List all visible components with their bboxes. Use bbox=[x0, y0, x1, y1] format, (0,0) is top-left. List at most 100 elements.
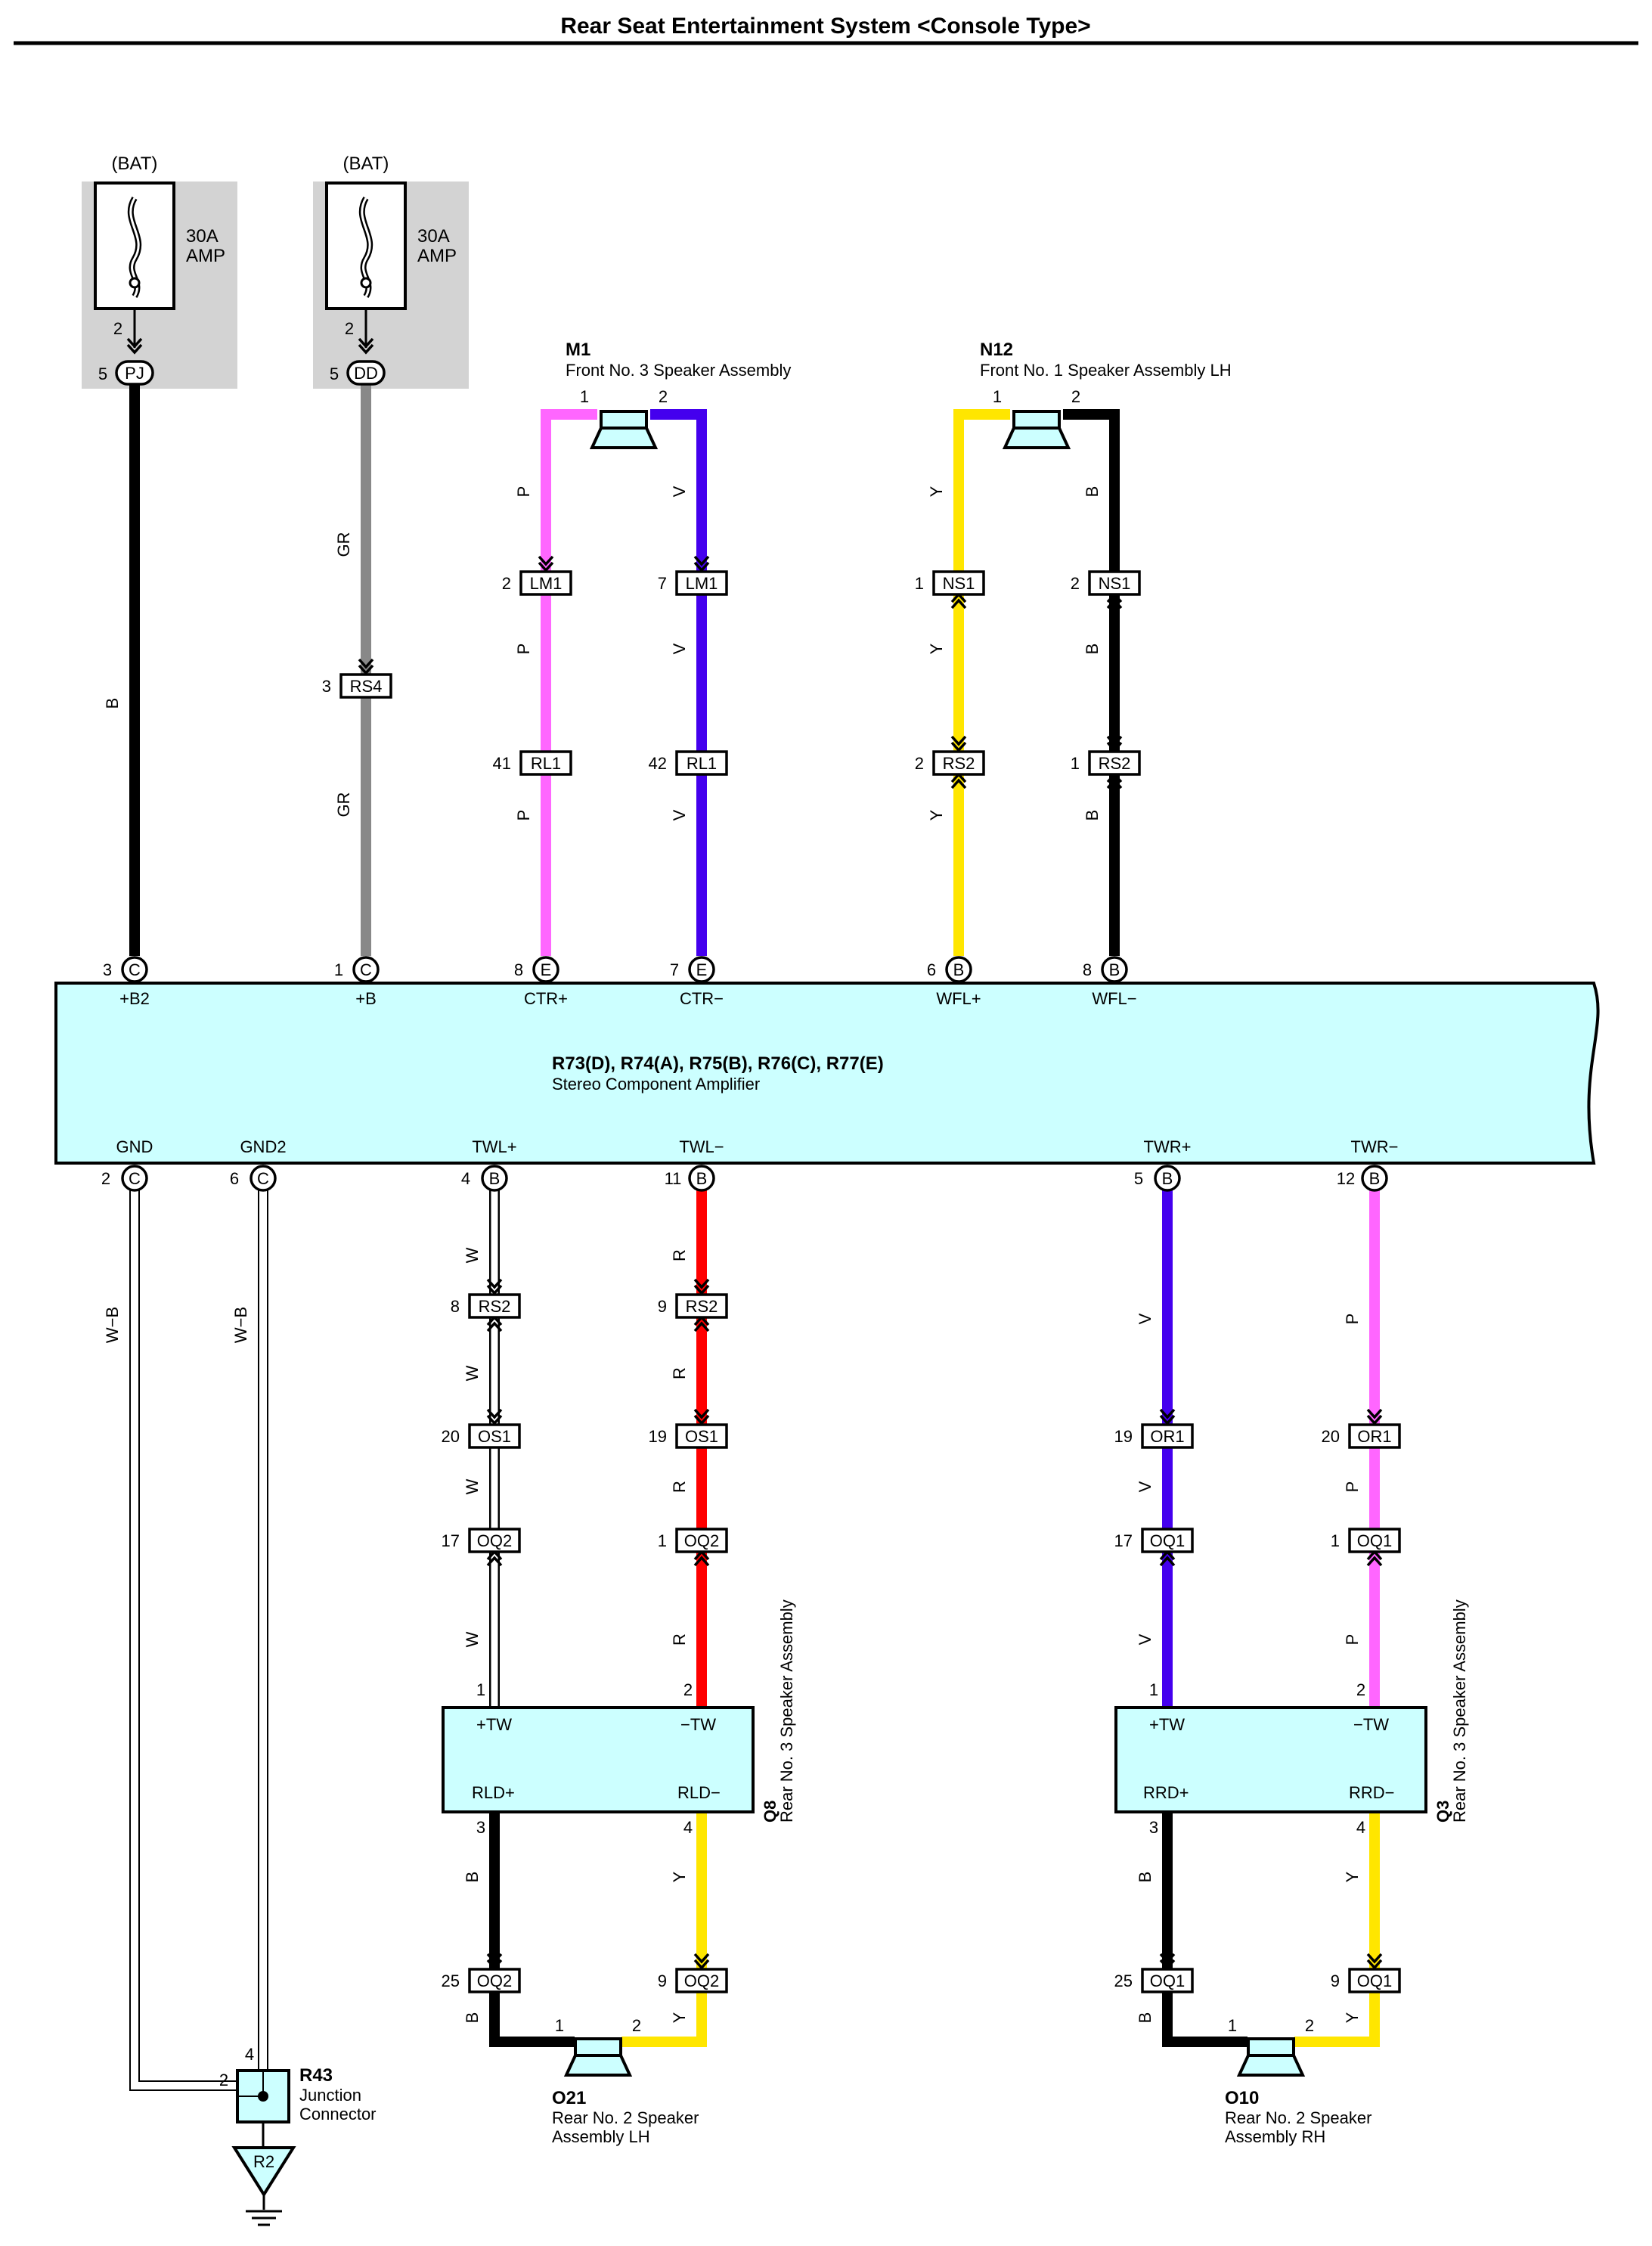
wire-color-label: B bbox=[1083, 486, 1102, 498]
svg-text:N12: N12 bbox=[980, 340, 1013, 360]
wire-color-label: B bbox=[1083, 810, 1102, 821]
svg-text:CTR−: CTR− bbox=[680, 989, 724, 1008]
svg-text:R73(D), R74(A), R75(B), R76(C): R73(D), R74(A), R75(B), R76(C), R77(E) bbox=[552, 1053, 884, 1074]
svg-text:19: 19 bbox=[649, 1427, 667, 1446]
svg-text:2: 2 bbox=[659, 387, 668, 406]
svg-text:+B2: +B2 bbox=[119, 989, 150, 1008]
svg-text:25: 25 bbox=[442, 1971, 460, 1990]
svg-text:OQ1: OQ1 bbox=[1357, 1971, 1392, 1990]
svg-text:(BAT): (BAT) bbox=[343, 154, 389, 174]
wire-color-label: W−B bbox=[103, 1307, 122, 1343]
svg-text:4: 4 bbox=[1356, 1818, 1365, 1837]
svg-text:PJ: PJ bbox=[125, 364, 144, 383]
ground-r2: R2 bbox=[231, 2146, 296, 2226]
svg-text:1: 1 bbox=[1331, 1531, 1340, 1550]
svg-text:RS2: RS2 bbox=[943, 754, 975, 773]
svg-text:6: 6 bbox=[927, 960, 936, 979]
wire-wb-gnd bbox=[129, 1187, 236, 2091]
svg-text:C: C bbox=[129, 1169, 141, 1188]
svg-text:Connector: Connector bbox=[299, 2105, 377, 2123]
wire-color-label: R bbox=[670, 1367, 689, 1379]
wire-b-rld-plus bbox=[489, 1812, 575, 2047]
wire-color-label: B bbox=[1136, 1872, 1155, 1883]
wire-color-label: R bbox=[670, 1481, 689, 1493]
svg-text:C: C bbox=[360, 960, 372, 979]
svg-text:AMP: AMP bbox=[417, 246, 457, 266]
wire-color-label: W bbox=[463, 1365, 482, 1381]
wire-color-label: W bbox=[463, 1631, 482, 1647]
svg-text:3: 3 bbox=[103, 960, 112, 979]
wire-color-label: Y bbox=[927, 643, 946, 654]
svg-text:C: C bbox=[257, 1169, 269, 1188]
svg-text:3: 3 bbox=[1149, 1818, 1158, 1837]
svg-text:1: 1 bbox=[334, 960, 343, 979]
wire-color-label: V bbox=[670, 485, 689, 497]
svg-text:LM1: LM1 bbox=[686, 574, 718, 593]
wire-color-label: P bbox=[514, 644, 533, 655]
svg-text:2: 2 bbox=[1305, 2016, 1314, 2035]
svg-text:2: 2 bbox=[345, 319, 354, 338]
wire-color-label: B bbox=[463, 1872, 482, 1883]
svg-text:2: 2 bbox=[1071, 387, 1080, 406]
svg-text:OR1: OR1 bbox=[1150, 1427, 1184, 1446]
wire-color-label: V bbox=[670, 809, 689, 821]
wire-color-label: W bbox=[463, 1247, 482, 1263]
page-title: Rear Seat Entertainment System <Console … bbox=[560, 14, 1090, 39]
wire-y-rrd-minus bbox=[1294, 1812, 1380, 2047]
svg-text:4: 4 bbox=[683, 1818, 693, 1837]
svg-text:E: E bbox=[541, 960, 552, 979]
svg-text:B: B bbox=[1162, 1169, 1173, 1188]
svg-text:7: 7 bbox=[670, 960, 679, 979]
wire-color-label: B bbox=[1083, 644, 1102, 655]
svg-text:1: 1 bbox=[476, 1680, 485, 1699]
svg-text:30A: 30A bbox=[186, 226, 219, 247]
svg-text:OQ2: OQ2 bbox=[684, 1531, 719, 1550]
svg-text:8: 8 bbox=[1083, 960, 1092, 979]
svg-text:GND: GND bbox=[116, 1137, 153, 1156]
svg-text:1: 1 bbox=[1228, 2016, 1237, 2035]
svg-text:NS1: NS1 bbox=[1099, 574, 1131, 593]
svg-text:20: 20 bbox=[1322, 1427, 1340, 1446]
svg-text:2: 2 bbox=[683, 1680, 693, 1699]
svg-text:3: 3 bbox=[476, 1818, 485, 1837]
wire-color-label: Y bbox=[1343, 2012, 1362, 2023]
svg-text:+B: +B bbox=[355, 989, 377, 1008]
svg-text:CTR+: CTR+ bbox=[524, 989, 568, 1008]
svg-text:RLD+: RLD+ bbox=[472, 1783, 515, 1802]
svg-text:17: 17 bbox=[1114, 1531, 1133, 1550]
svg-text:B: B bbox=[489, 1169, 501, 1188]
speaker-m1: M1 Front No. 3 Speaker Assembly 1 2 bbox=[566, 340, 791, 449]
svg-text:2: 2 bbox=[632, 2016, 641, 2035]
svg-text:E: E bbox=[696, 960, 708, 979]
svg-text:TWR−: TWR− bbox=[1351, 1137, 1399, 1156]
svg-text:1: 1 bbox=[915, 574, 924, 593]
wire-color-label: P bbox=[514, 486, 533, 498]
svg-text:8: 8 bbox=[514, 960, 523, 979]
splice-pj: PJ 5 bbox=[98, 360, 154, 386]
svg-text:M1: M1 bbox=[566, 340, 590, 360]
svg-text:25: 25 bbox=[1114, 1971, 1133, 1990]
wire-color-label: B bbox=[1136, 2012, 1155, 2024]
amp-terminal-B2-top: C3+B2 bbox=[103, 956, 150, 1008]
svg-text:5: 5 bbox=[330, 365, 339, 383]
svg-text:3: 3 bbox=[322, 677, 331, 696]
svg-text:R43: R43 bbox=[299, 2065, 333, 2086]
svg-text:OS1: OS1 bbox=[478, 1427, 511, 1446]
svg-text:Rear No. 3 Speaker Assembly: Rear No. 3 Speaker Assembly bbox=[777, 1599, 796, 1823]
wire-color-label: Y bbox=[670, 2012, 689, 2023]
